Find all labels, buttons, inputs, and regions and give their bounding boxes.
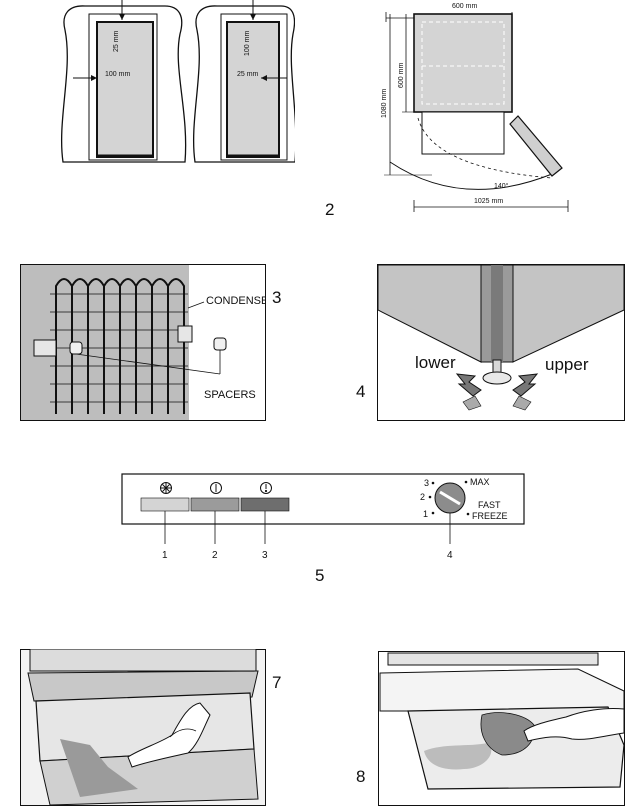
hand <box>523 708 625 742</box>
drawer-interior <box>27 670 259 702</box>
indicator-light-3 <box>240 497 290 512</box>
power-icon <box>210 482 222 494</box>
freezer-drawer-figure <box>20 649 266 806</box>
figure-number-2: 2 <box>325 200 335 219</box>
left-top-gap: 25 mm <box>113 30 120 52</box>
cleaning-cloth <box>480 712 535 756</box>
indicator-light-1 <box>140 497 190 512</box>
callout-4: 4 <box>447 550 453 561</box>
left-fridge <box>96 21 154 158</box>
niche-diagrams: 25 mm 100 mm 100 mm 25 mm <box>60 0 295 163</box>
left-spacer <box>69 341 83 355</box>
condenser-label: CONDENSER <box>206 295 266 307</box>
dial-freeze: FREEZE <box>472 511 508 521</box>
condenser-coil <box>55 278 185 414</box>
cabinet-top <box>413 13 513 113</box>
callout-3: 3 <box>262 550 268 561</box>
door-swing-arc <box>389 161 553 190</box>
upper-label: upper <box>545 355 589 374</box>
left-side-gap: 100 mm <box>105 71 130 78</box>
callout-2: 2 <box>212 550 218 561</box>
figure-number-7: 7 <box>272 673 282 692</box>
right-niche-wall <box>192 5 295 163</box>
hand <box>127 702 211 768</box>
dial-max: MAX <box>470 477 490 487</box>
right-top-gap: 100 mm <box>244 31 251 56</box>
plan-angle: 140° <box>494 182 509 190</box>
plan-open-depth: 1080 mm <box>381 89 388 118</box>
indicator-light-2 <box>190 497 240 512</box>
dial-pos-2: 2 <box>420 492 425 502</box>
snowflake-icon <box>160 482 172 494</box>
plan-open-width: 1025 mm <box>474 198 503 205</box>
right-side-gap: 25 mm <box>237 71 259 78</box>
lower-label: lower <box>415 353 456 372</box>
dial-fast: FAST <box>478 500 501 510</box>
condenser-figure: CONDENSER SPACERS <box>20 264 266 421</box>
right-fridge <box>226 21 280 158</box>
cleaning-figure <box>378 651 625 806</box>
left-spacer-bracket <box>33 339 57 357</box>
figure-number-4: 4 <box>356 382 366 401</box>
right-spacer-bracket <box>177 325 193 343</box>
open-door <box>509 115 563 177</box>
figure-number-5: 5 <box>315 566 325 585</box>
foot-pad <box>482 371 512 385</box>
figure-number-8: 8 <box>356 767 366 786</box>
right-spacer <box>213 337 227 351</box>
door-clearance-plan: 600 mm 600 mm 1080 mm 140° 1025 mm <box>381 3 569 212</box>
interior-back <box>379 668 625 712</box>
plan-width: 600 mm <box>452 3 477 10</box>
spacers-label: SPACERS <box>204 389 256 401</box>
callout-1: 1 <box>162 550 168 561</box>
figure-number-3: 3 <box>272 288 282 307</box>
left-niche-wall <box>60 5 187 163</box>
lower-arrow <box>455 373 482 397</box>
dial-pos-1: 1 <box>423 509 428 519</box>
cabinet-front <box>421 111 505 155</box>
levelling-foot-figure: lower upper <box>377 264 625 421</box>
upper-arrow <box>512 373 539 397</box>
control-panel-figure: 3 2 1 MAX FAST FREEZE 1 2 3 4 <box>121 473 525 561</box>
dial-pos-3: 3 <box>424 478 429 488</box>
alarm-icon <box>260 482 272 494</box>
plan-depth: 600 mm <box>398 63 405 88</box>
